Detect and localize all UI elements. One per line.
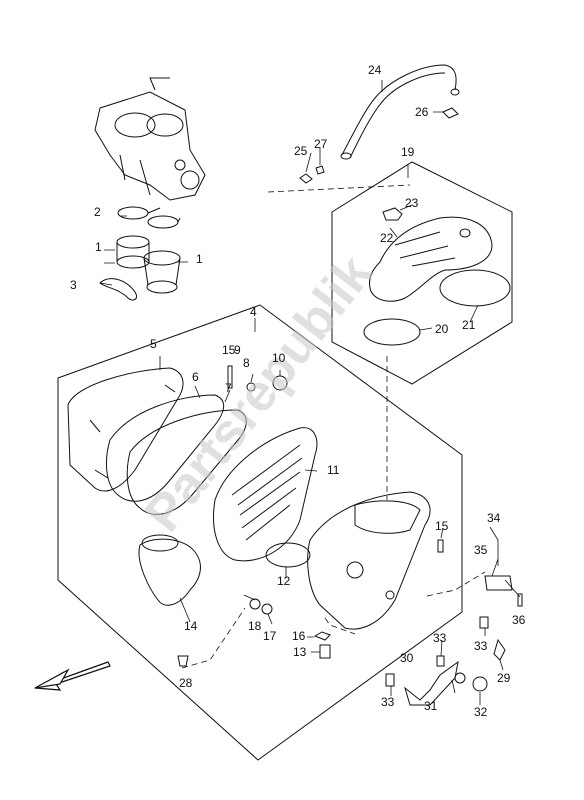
callout-12: 12 <box>277 574 291 588</box>
bolt-15 <box>227 365 233 389</box>
callout-8: 8 <box>243 356 250 370</box>
seal-12 <box>265 542 311 568</box>
air-cleaner-group-outline <box>57 304 463 761</box>
clamp-band <box>99 278 138 301</box>
callout-18: 18 <box>248 619 262 633</box>
hose-band-21 <box>439 269 511 307</box>
callout-29: 29 <box>497 671 511 685</box>
bolt-15b <box>437 539 444 553</box>
callout-19: 19 <box>401 145 415 159</box>
watermark: Partsrepublik <box>134 245 384 543</box>
washer-17 <box>261 603 273 615</box>
intake-pipe <box>116 235 150 269</box>
intake-duct-group-outline <box>331 161 513 385</box>
callout-34: 34 <box>487 511 501 525</box>
callout-33: 33 <box>381 695 395 709</box>
callout-20: 20 <box>435 322 449 336</box>
bolt-28 <box>177 655 189 667</box>
bracket-23 <box>382 207 403 221</box>
seal-20 <box>363 318 421 346</box>
callout-2: 2 <box>94 205 101 219</box>
sensor-35 <box>484 575 513 591</box>
callout-5: 5 <box>150 337 157 351</box>
callout-17: 17 <box>263 629 277 643</box>
callout-30: 30 <box>400 651 414 665</box>
bracket-29 <box>493 638 506 661</box>
air-cleaner-case <box>307 491 431 630</box>
callout-11: 11 <box>327 463 340 477</box>
throttle-body <box>94 77 206 201</box>
callout-26: 26 <box>415 105 429 119</box>
gasket-6 <box>105 394 225 502</box>
clip <box>299 173 313 184</box>
callout-9: 9 <box>234 343 241 357</box>
callout-24: 24 <box>368 63 382 77</box>
arrow-left-down-icon <box>34 661 111 691</box>
bolt-33a <box>479 616 489 629</box>
callout-36: 36 <box>512 613 526 627</box>
callout-32: 32 <box>474 705 488 719</box>
screw-36 <box>517 593 523 607</box>
callout-4: 4 <box>250 305 257 319</box>
callout-15: 15 <box>435 519 449 533</box>
clip <box>442 107 459 119</box>
callout-28: 28 <box>179 676 193 690</box>
callout-3: 3 <box>70 278 77 292</box>
callout-1: 1 <box>95 240 102 254</box>
callout-22: 22 <box>380 231 394 245</box>
clip-16 <box>313 631 331 641</box>
callout-14: 14 <box>184 619 198 633</box>
clamp <box>117 206 149 220</box>
intake-duct <box>369 216 493 302</box>
callout-35: 35 <box>474 543 488 557</box>
washer-30 <box>454 672 466 684</box>
callout-33: 33 <box>474 639 488 653</box>
gasket-7 <box>126 409 247 515</box>
clamp <box>147 215 179 229</box>
callout-31: 31 <box>424 699 438 713</box>
collar-18 <box>249 598 261 610</box>
callout-13: 13 <box>293 645 307 659</box>
callout-23: 23 <box>405 196 419 210</box>
callout-33: 33 <box>433 631 447 645</box>
washer-8 <box>246 382 256 392</box>
callout-6: 6 <box>192 370 199 384</box>
bolt-33b <box>436 655 445 667</box>
callout-1: 1 <box>196 252 203 266</box>
callout-25: 25 <box>294 144 308 158</box>
breather-hose <box>341 64 457 156</box>
callout-16: 16 <box>292 629 306 643</box>
callout-27: 27 <box>314 137 328 151</box>
callout-7: 7 <box>225 381 232 395</box>
clip <box>315 165 325 175</box>
bolt-33c <box>385 673 395 687</box>
bracket-31 <box>404 660 459 706</box>
intake-pipe <box>143 250 181 294</box>
air-filter <box>213 427 318 562</box>
callout-21: 21 <box>462 318 476 332</box>
intake-duct-14 <box>138 538 201 606</box>
callout-15: 15 <box>222 343 236 357</box>
air-cleaner-cover <box>67 367 184 492</box>
callout-10: 10 <box>272 351 286 365</box>
cap-13 <box>319 644 331 659</box>
grommet-32 <box>472 676 488 692</box>
